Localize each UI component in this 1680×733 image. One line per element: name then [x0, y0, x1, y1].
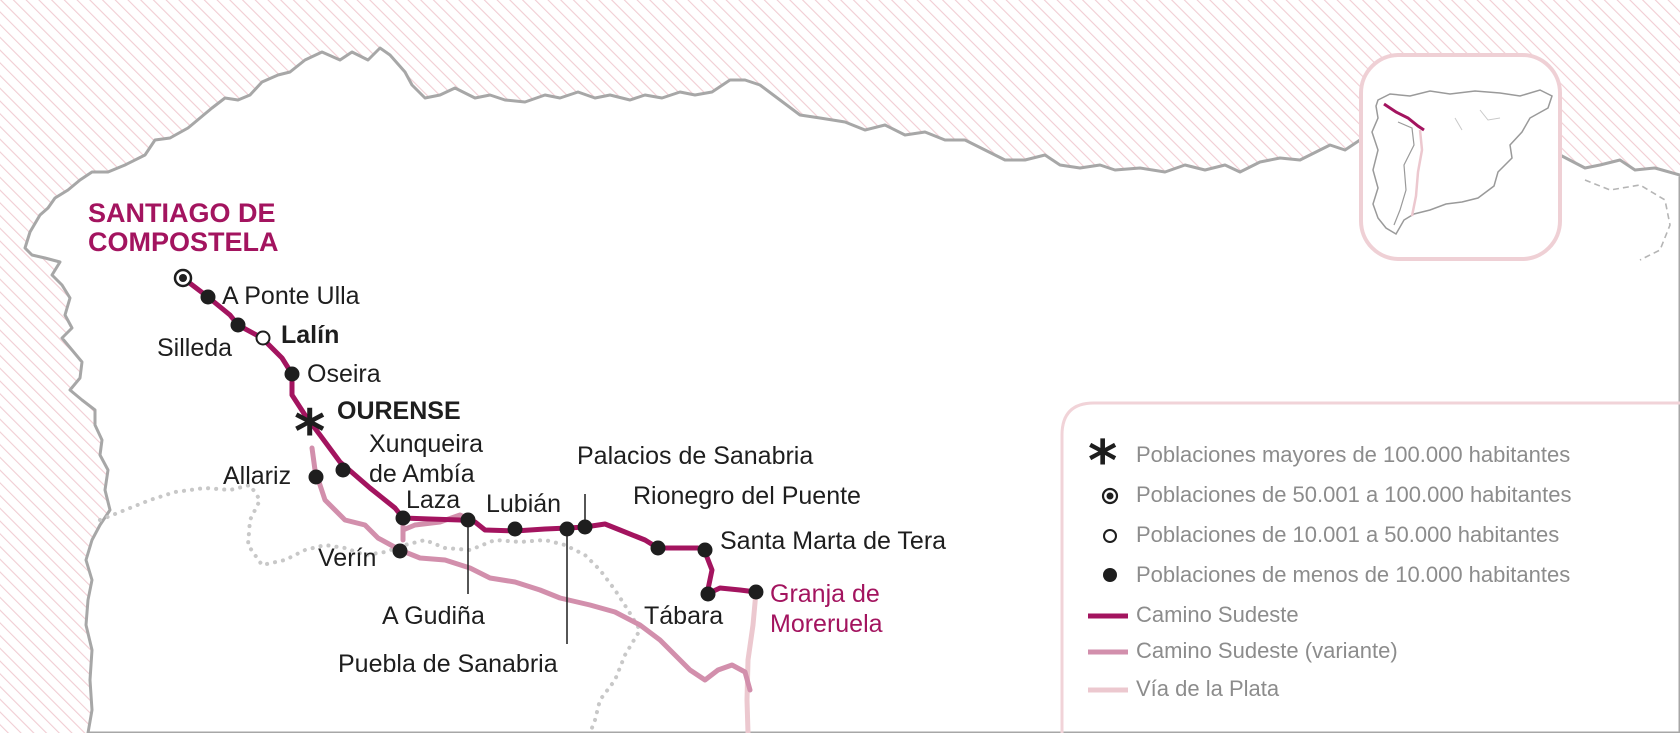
legend-label-100k: Poblaciones mayores de 100.000 habitante…	[1136, 442, 1570, 467]
city-marker-allariz	[308, 469, 324, 485]
city-marker-laza	[395, 510, 411, 526]
legend-label-10k: Poblaciones de 10.001 a 50.000 habitante…	[1136, 522, 1559, 547]
legend-filled-dot-icon	[1103, 568, 1117, 582]
city-marker-tabara	[700, 586, 716, 602]
city-label-puebla: Puebla de Sanabria	[338, 650, 558, 678]
city-label-tabara: Tábara	[644, 602, 723, 630]
city-marker-lalin	[255, 330, 271, 346]
inset-portugal-border	[1393, 121, 1415, 226]
city-marker-ourense: *	[294, 397, 325, 467]
legend-target-dot-icon	[1101, 487, 1119, 505]
legend-frame	[1060, 401, 1680, 733]
city-marker-xunqueira	[335, 462, 351, 478]
city-marker-puebla	[559, 521, 575, 537]
border-line	[98, 482, 643, 733]
legend-label-variant: Camino Sudeste (variante)	[1136, 638, 1398, 663]
inset-land-detail	[1454, 109, 1501, 131]
route-via-plata	[744, 589, 759, 733]
inset-main-route	[1383, 102, 1425, 132]
city-marker-oseira	[284, 366, 300, 382]
city-marker-gudina	[460, 512, 476, 528]
city-label-silleda: Silleda	[157, 334, 232, 362]
city-label-verin: Verín	[318, 544, 376, 572]
inset-plata-route	[1410, 129, 1424, 217]
city-marker-ponte-ulla	[200, 289, 216, 305]
city-label-lubian: Lubián	[486, 490, 561, 518]
legend: * Poblaciones mayores de 100.000 habitan…	[1060, 401, 1680, 733]
city-marker-lubian	[507, 521, 523, 537]
city-label-laza: Laza	[406, 486, 460, 514]
inset-map	[1359, 53, 1562, 261]
legend-label-small: Poblaciones de menos de 10.000 habitante…	[1136, 562, 1570, 587]
city-label-allariz: Allariz	[223, 462, 291, 490]
city-label-oseira: Oseira	[307, 360, 381, 388]
city-marker-silleda	[230, 317, 246, 333]
legend-hollow-dot-icon	[1103, 529, 1117, 543]
legend-asterisk-icon: *	[1088, 429, 1117, 494]
legend-label-50k: Poblaciones de 50.001 a 100.000 habitant…	[1136, 482, 1571, 507]
legend-label-main: Camino Sudeste	[1136, 602, 1299, 627]
city-label-lalin: Lalín	[281, 321, 339, 349]
route-variant	[309, 445, 753, 693]
city-marker-verin	[392, 543, 408, 559]
city-label-palacios: Palacios de Sanabria	[577, 442, 813, 470]
legend-label-plata: Vía de la Plata	[1136, 676, 1280, 701]
city-label-santa-marta: Santa Marta de Tera	[720, 527, 946, 555]
city-marker-santiago	[173, 268, 193, 288]
city-marker-santa-marta	[697, 542, 713, 558]
city-label-gudina: A Gudiña	[382, 602, 485, 630]
city-label-rionegro: Rionegro del Puente	[633, 482, 861, 510]
city-label-ponte-ulla: A Ponte Ulla	[222, 282, 360, 310]
city-marker-rionegro	[650, 540, 666, 556]
city-marker-palacios	[577, 519, 593, 535]
city-label-ourense: OURENSE	[337, 397, 461, 425]
city-marker-granja	[748, 584, 764, 600]
